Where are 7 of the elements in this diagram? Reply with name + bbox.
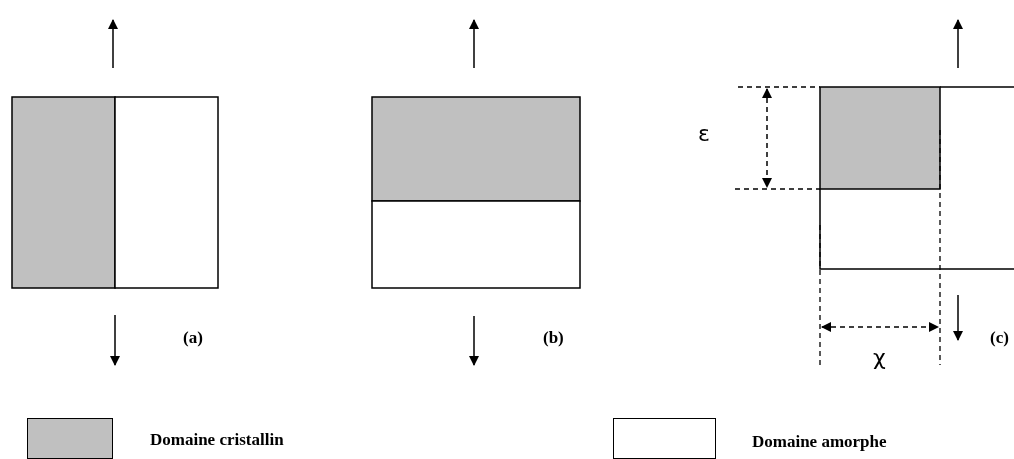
dimension-label: χ (873, 347, 886, 369)
legend-label: Domaine cristallin (150, 431, 284, 448)
panel-label: (c) (990, 329, 1009, 346)
legend-label: Domaine amorphe (752, 433, 887, 450)
dimension-label: ε (698, 123, 710, 145)
panel-label: (a) (183, 329, 203, 346)
panel-label: (b) (543, 329, 564, 346)
